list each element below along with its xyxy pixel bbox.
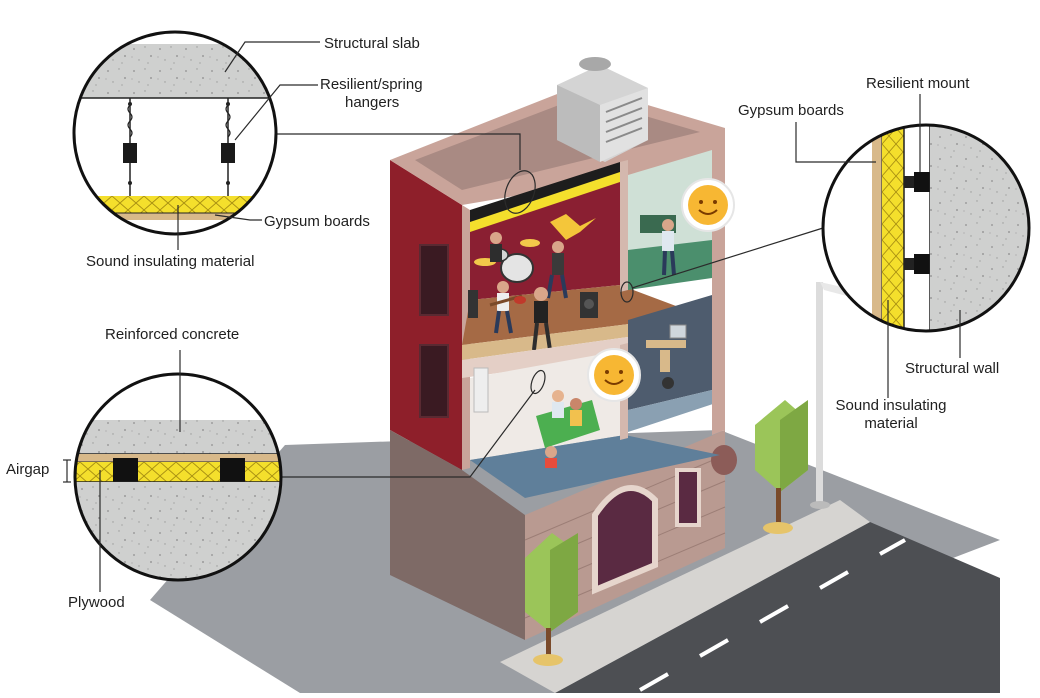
spring-hanger-left [123, 98, 137, 200]
label-ceiling-gypsum: Gypsum boards [264, 213, 370, 230]
tree-icon [755, 400, 808, 534]
label-airgap: Airgap [6, 461, 50, 478]
label-wall-gypsum: Gypsum boards [738, 102, 844, 119]
lower-window [419, 344, 449, 418]
guitar-icon [489, 294, 526, 307]
label-reinforced-concrete: Reinforced concrete [105, 326, 240, 343]
hanging-sign [711, 445, 737, 475]
upper-window [419, 244, 449, 316]
building [390, 57, 737, 640]
emoji-face-icon [681, 178, 735, 232]
spring-hanger-right [221, 98, 235, 200]
street-lamp-icon [810, 282, 862, 509]
emoji-face-icon [587, 348, 641, 402]
entrance-door [592, 485, 658, 595]
tree-icon [525, 533, 578, 666]
label-ceiling-insulation: Sound insulating material [86, 253, 255, 270]
living-room [470, 350, 720, 498]
label-structural-slab: Structural slab [324, 35, 420, 52]
desk [646, 340, 686, 348]
hvac-unit-icon [557, 57, 648, 162]
office-chair [662, 377, 674, 389]
speaker-icon [580, 292, 598, 318]
label-plywood: Plywood [68, 594, 125, 611]
kitchen [628, 150, 712, 290]
label-hangers-line2: hangers [345, 94, 400, 111]
label-hangers-line1: Resilient/spring [320, 76, 423, 93]
fridge [473, 367, 489, 413]
label-wall-insulation-line1: Sound insulating [835, 397, 947, 414]
label-wall-insulation-line2: material [864, 415, 918, 432]
amp [468, 290, 478, 318]
ceiling-detail-callout [72, 30, 320, 250]
wall-detail-callout [795, 94, 1031, 398]
label-resilient-mount: Resilient mount [866, 75, 970, 92]
office [628, 295, 725, 432]
callout-leader-lines [276, 133, 824, 478]
label-structural-wall: Structural wall [905, 360, 1000, 377]
musicians [489, 232, 568, 351]
shop-window [675, 468, 701, 527]
monitor [669, 324, 687, 339]
